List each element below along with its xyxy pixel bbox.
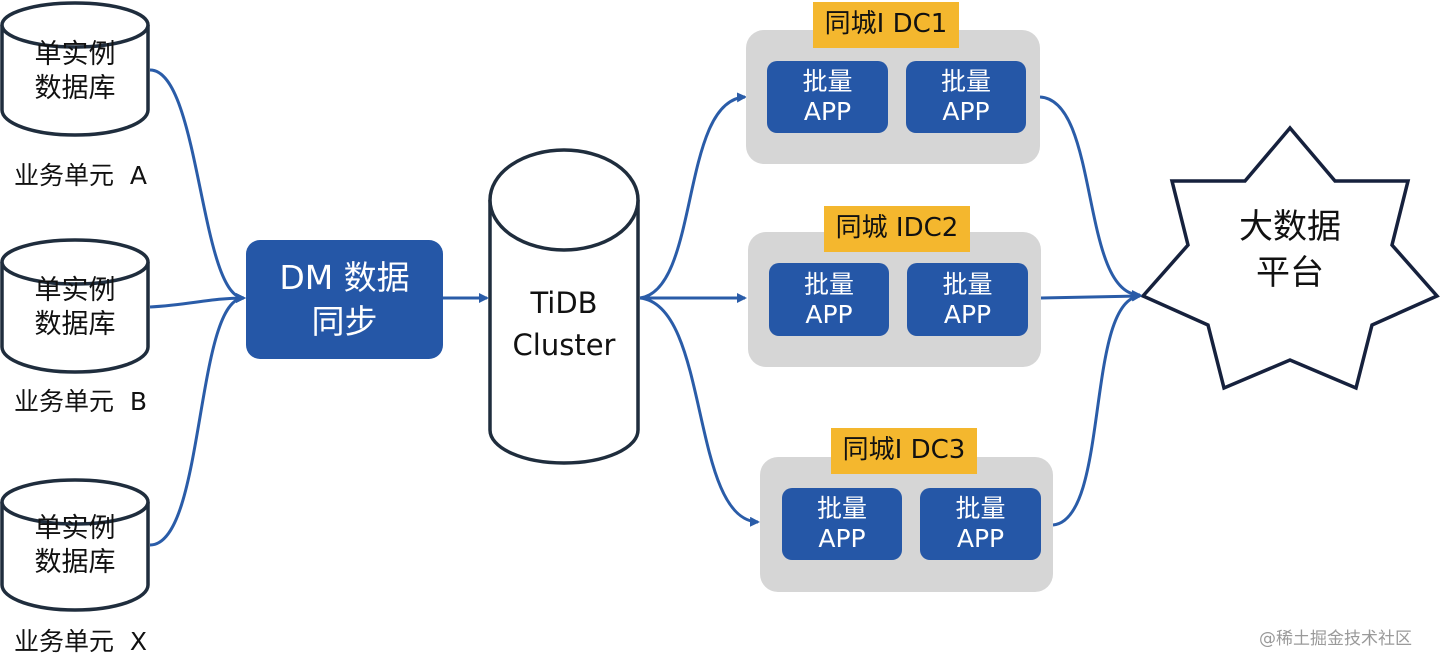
app-line2: APP [942, 97, 990, 126]
batch-app-box: 批量 APP [920, 488, 1041, 560]
app-line1: 批量 [942, 269, 993, 299]
connector-arrow [639, 92, 747, 300]
app-line2: APP [818, 524, 866, 553]
star-burst-icon [1140, 125, 1440, 391]
cylinder-icon [0, 478, 150, 612]
app-line2: APP [956, 524, 1005, 553]
tidb-line2: Cluster [512, 328, 616, 362]
app-line1: 批量 [802, 67, 853, 96]
connector-arrow [639, 296, 760, 527]
batch-app-box: 批量 APP [782, 488, 902, 560]
tidb-cluster-label: TiDB Cluster [489, 282, 639, 366]
app-line2: APP [943, 299, 992, 329]
db-label-line2: 数据库 [34, 309, 116, 340]
big-data-line2: 平台 [1256, 253, 1324, 293]
cylinder-icon [0, 1, 150, 137]
unit-label-a: 业务单元 A [14, 161, 147, 190]
db-label-line2: 数据库 [34, 73, 116, 104]
big-data-platform-label: 大数据 平台 [1190, 204, 1390, 296]
unit-label-b: 业务单元 B [14, 387, 148, 416]
source-db-label-x: 单实例 数据库 [0, 512, 150, 580]
app-line1: 批量 [940, 67, 991, 96]
app-line1: 批量 [803, 269, 854, 299]
idc-tag-2: 同城 IDC2 [824, 206, 970, 252]
dm-sync-line1: DM 数据 [279, 257, 410, 297]
connector-arrow [149, 68, 246, 303]
dm-sync-box: DM 数据 同步 [246, 240, 443, 359]
big-data-line1: 大数据 [1239, 207, 1341, 247]
connector-arrow [1039, 95, 1142, 300]
tidb-cylinder-icon [488, 148, 640, 465]
app-line1: 批量 [955, 494, 1006, 523]
batch-app-box: 批量 APP [767, 61, 888, 133]
source-db-label-b: 单实例 数据库 [0, 274, 150, 342]
db-label-line1: 单实例 [34, 513, 116, 544]
idc-tag-1: 同城I DC1 [813, 2, 959, 48]
app-line1: 批量 [816, 494, 867, 523]
app-line2: APP [805, 299, 853, 329]
cylinder-icon [0, 238, 150, 374]
connector-arrow [1040, 291, 1142, 302]
batch-app-box: 批量 APP [769, 263, 889, 336]
connector-arrow [1052, 291, 1142, 527]
batch-app-box: 批量 APP [906, 61, 1026, 133]
unit-label-x: 业务单元 X [14, 627, 148, 656]
tidb-line1: TiDB [530, 286, 598, 320]
dm-sync-line2: 同步 [311, 301, 378, 341]
db-label-line1: 单实例 [34, 275, 116, 306]
connector-arrow [149, 293, 246, 309]
idc-tag-3: 同城I DC3 [831, 428, 977, 474]
batch-app-box: 批量 APP [907, 263, 1028, 336]
db-label-line2: 数据库 [34, 547, 116, 578]
app-line2: APP [803, 97, 852, 126]
connector-arrow [149, 293, 246, 547]
watermark: @稀土掘金技术社区 [1259, 629, 1412, 649]
source-db-label-a: 单实例 数据库 [0, 38, 150, 106]
db-label-line1: 单实例 [34, 39, 116, 70]
